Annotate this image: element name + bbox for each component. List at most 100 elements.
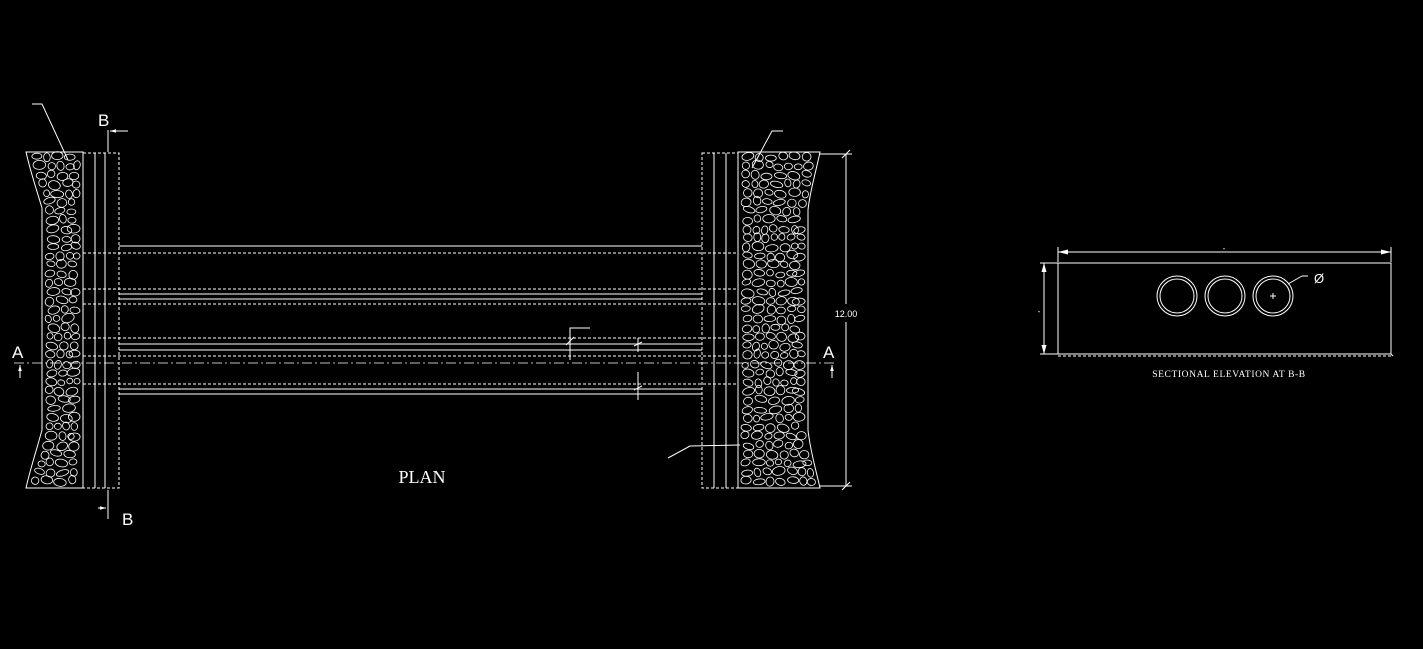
rubble-stone — [47, 405, 61, 412]
rubble-stone — [754, 378, 763, 389]
rubble-stone — [779, 342, 791, 352]
rubble-stone — [755, 205, 768, 214]
section-a-left-label: A — [12, 343, 24, 362]
rubble-stone — [751, 278, 766, 287]
rubble-stone — [775, 477, 786, 486]
rubble-stone — [774, 458, 783, 466]
pipe-opening-3 — [1252, 275, 1294, 317]
rubble-stone — [755, 440, 764, 448]
rubble-stone — [797, 467, 807, 477]
rubble-stone — [765, 297, 776, 305]
rubble-stone — [72, 189, 81, 199]
rubble-stone — [38, 178, 47, 188]
rubble-stone — [742, 225, 752, 235]
plan-title: PLAN — [398, 467, 445, 487]
rubble-stone — [69, 306, 81, 314]
rubble-stone — [765, 154, 777, 162]
elevation-width-dimension: - — [1057, 244, 1392, 262]
rubble-stone — [784, 277, 798, 287]
rubble-stone — [47, 162, 56, 171]
rubble-stone — [765, 332, 776, 340]
diameter-symbol: Ø — [1314, 271, 1324, 286]
right-abutment — [737, 151, 821, 489]
rubble-stone — [742, 269, 753, 280]
rubble-stone — [792, 412, 806, 422]
rubble-stone — [56, 270, 67, 279]
rubble-stone — [783, 403, 794, 414]
rubble-stone — [795, 396, 805, 404]
rubble-stone — [44, 296, 55, 307]
rubble-stone — [43, 196, 56, 205]
rubble-stone — [71, 333, 81, 341]
rubble-stone — [740, 458, 751, 467]
rubble-stone — [765, 450, 779, 460]
rubble-stone — [752, 423, 765, 432]
rubble-stone — [784, 414, 793, 421]
rubble-stone — [47, 323, 61, 333]
rubble-stone — [740, 297, 752, 305]
rubble-stone — [755, 332, 765, 341]
rubble-stone — [787, 314, 796, 324]
rubble-stone — [787, 476, 800, 484]
rubble-stone — [760, 413, 774, 421]
rubble-stone — [799, 450, 810, 460]
rubble-stone — [750, 360, 760, 369]
rubble-stone — [779, 243, 791, 253]
rubble-stone — [778, 233, 786, 241]
span-dimension-text: 12.00 — [835, 309, 858, 319]
sectional-elevation: - - — [1038, 244, 1394, 380]
rubble-stone — [73, 160, 81, 171]
rubble-stone — [753, 188, 763, 199]
rubble-stone — [797, 350, 806, 358]
rubble-stone — [798, 199, 807, 208]
leader-lines — [32, 103, 783, 459]
rubble-stone — [45, 422, 54, 431]
rubble-stone — [68, 432, 81, 442]
rubble-stone — [53, 386, 65, 397]
rubble-stone — [782, 207, 791, 217]
rubble-stone — [751, 430, 763, 440]
rubble-stone — [785, 368, 798, 376]
rubble-stone — [769, 205, 782, 216]
rubble-stone — [802, 459, 813, 467]
rubble-stone — [751, 159, 764, 170]
rubble-stone — [776, 315, 787, 326]
rubble-stone — [767, 259, 780, 269]
rubble-stone — [772, 466, 786, 476]
rubble-stone — [54, 422, 62, 430]
rubble-stone — [789, 325, 801, 334]
rubble-stone — [73, 378, 81, 385]
rubble-stone — [66, 223, 81, 234]
rubble-stone — [56, 171, 69, 181]
rubble-stone — [766, 252, 775, 262]
rubble-stone — [55, 295, 69, 305]
rubble-stone — [761, 233, 770, 243]
rubble-stone — [751, 241, 765, 252]
rubble-stone — [787, 215, 801, 224]
rubble-stone — [791, 242, 799, 250]
rubble-stone — [66, 377, 74, 385]
rubble-stone — [741, 469, 754, 477]
rubble-stone — [791, 225, 799, 235]
rubble-stone — [46, 235, 61, 244]
pipe-runs — [83, 245, 738, 395]
rubble-stone — [761, 225, 769, 235]
section-marker-b-top: B — [98, 111, 128, 152]
rubble-stone — [775, 413, 784, 424]
rubble-stone — [35, 171, 47, 180]
rubble-stone — [46, 359, 54, 369]
rubble-stone — [70, 323, 80, 334]
rubble-stone — [780, 379, 789, 387]
elevation-height-dimension: - — [1038, 262, 1058, 355]
rubble-stone — [742, 378, 754, 387]
rubble-stone — [740, 305, 751, 312]
rubble-stone — [753, 348, 761, 359]
rubble-stone — [775, 385, 786, 396]
rubble-stone — [63, 331, 72, 340]
right-bearing-strip — [701, 152, 739, 489]
rubble-stone — [780, 352, 789, 359]
rubble-stone — [755, 259, 767, 269]
rubble-stone — [742, 251, 753, 259]
rubble-stone — [768, 396, 780, 405]
